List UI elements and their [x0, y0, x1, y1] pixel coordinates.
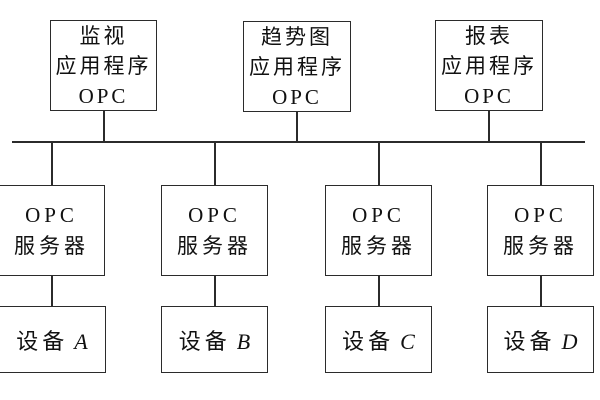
opc-server-label: OPC 服务器 [14, 202, 89, 258]
opc-server-box-3: OPC 服务器 [325, 185, 432, 276]
connector-line [214, 143, 216, 185]
opc-server-label: OPC 服务器 [341, 202, 416, 258]
opc-server-label: OPC 服务器 [503, 202, 578, 258]
connector-line [378, 143, 380, 185]
app-box-monitor-label: 监视 应用程序 OPC [55, 23, 152, 108]
opc-server-box-4: OPC 服务器 [487, 185, 594, 276]
device-letter: C [400, 328, 415, 354]
network-bus-line [12, 141, 585, 143]
connector-line [296, 112, 298, 142]
app-box-trend: 趋势图 应用程序 OPC [243, 21, 351, 112]
device-letter: A [74, 328, 88, 354]
connector-line [488, 111, 490, 142]
connector-line [540, 143, 542, 185]
connector-line [214, 276, 216, 306]
opc-server-box-1: OPC 服务器 [0, 185, 105, 276]
app-box-monitor: 监视 应用程序 OPC [50, 20, 157, 111]
app-box-trend-label: 趋势图 应用程序 OPC [249, 24, 345, 109]
app-box-report: 报表 应用程序 OPC [435, 20, 543, 111]
connector-line [540, 276, 542, 306]
connector-line [51, 143, 53, 185]
device-letter: B [236, 328, 251, 354]
device-name: 设备 [342, 328, 395, 354]
opc-server-box-2: OPC 服务器 [161, 185, 268, 276]
connector-line [51, 276, 53, 306]
device-name: 设备 [503, 328, 556, 354]
device-name: 设备 [178, 328, 231, 354]
connector-line [378, 276, 380, 306]
connector-line [103, 111, 105, 142]
device-letter: D [561, 328, 578, 354]
opc-server-label: OPC 服务器 [177, 202, 252, 258]
device-name: 设备 [16, 328, 69, 354]
app-box-report-label: 报表 应用程序 OPC [441, 23, 537, 108]
